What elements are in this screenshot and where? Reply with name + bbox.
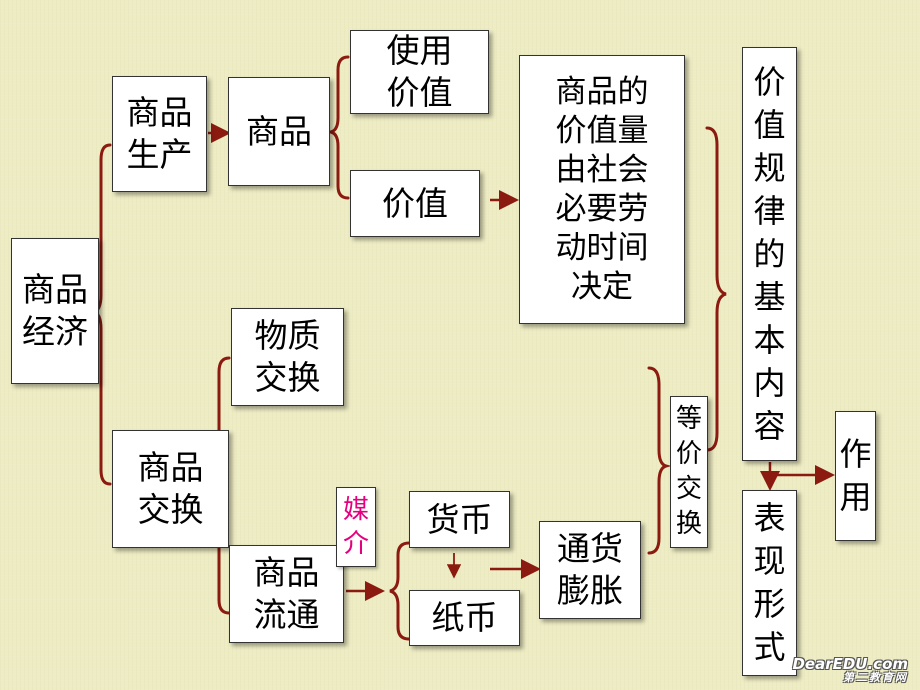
node-commodity-economy: 商品 经济 (11, 238, 99, 384)
watermark-line1: DearEDU.com (792, 655, 908, 673)
node-commodity-exchange: 商品 交换 (112, 430, 229, 548)
brace-circulation (389, 541, 411, 641)
node-commodity-circulation: 商品 流通 (229, 545, 344, 643)
node-barter: 物质 交换 (231, 308, 344, 406)
node-commodity: 商品 (228, 77, 330, 186)
node-manifestation: 表 现 形 式 (742, 490, 797, 676)
brace-law (705, 126, 727, 452)
node-function: 作 用 (835, 411, 876, 541)
watermark: DearEDU.com 第二教育网 (792, 656, 908, 684)
node-law-of-value: 价 值 规 律 的 基 本 内 容 (742, 47, 797, 461)
node-medium: 媒 介 (336, 487, 376, 567)
node-value: 价值 (350, 170, 480, 237)
node-paper-money: 纸币 (409, 590, 520, 646)
node-inflation: 通货 膨胀 (539, 521, 641, 619)
brace-equal-exchange (647, 366, 672, 555)
node-use-value: 使用 价值 (350, 30, 489, 114)
node-value-determined: 商品的 价值量 由社会 必要劳 动时间 决定 (519, 55, 685, 324)
node-currency: 货币 (409, 491, 510, 548)
brace-commodity (325, 55, 350, 200)
watermark-line2: 第二教育网 (843, 671, 908, 684)
node-commodity-production: 商品 生产 (112, 76, 207, 192)
node-equal-exchange: 等 价 交 换 (670, 396, 708, 548)
